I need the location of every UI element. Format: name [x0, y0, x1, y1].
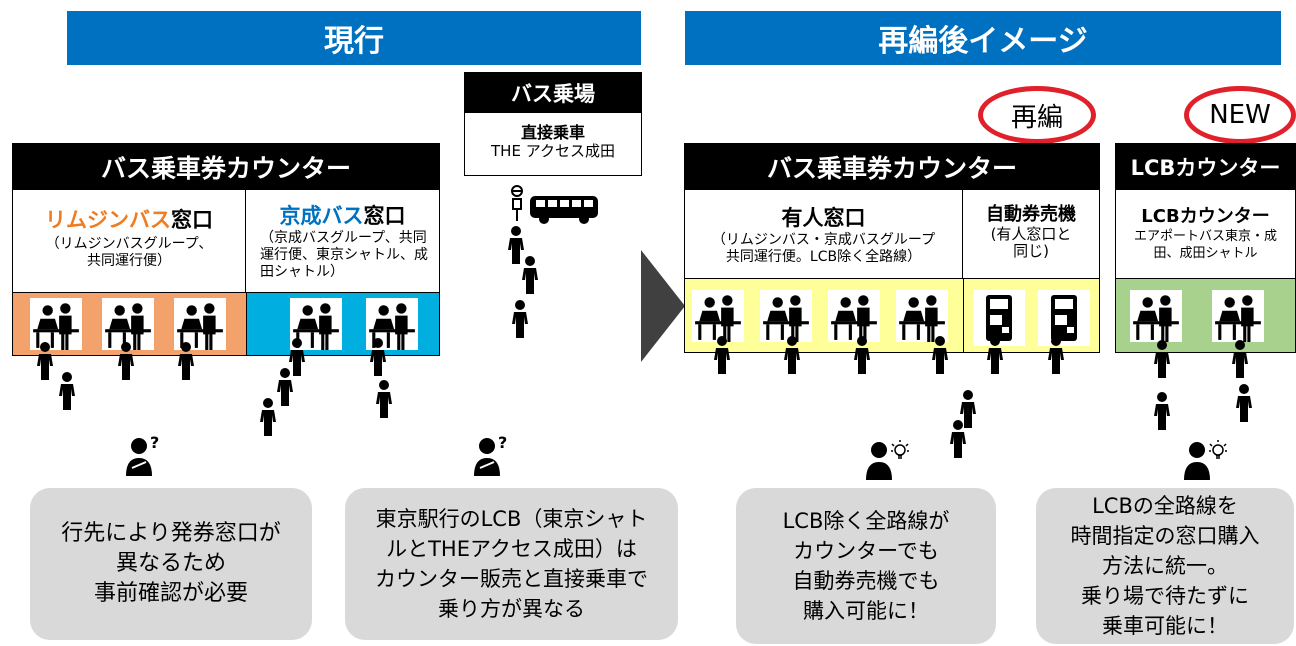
person-icon: [1152, 340, 1172, 380]
staff-desk-icon: [896, 290, 948, 342]
person-icon: [275, 368, 295, 408]
staffed-title: 有人窓口: [781, 206, 866, 230]
person-icon: [1230, 340, 1250, 380]
bus-icon: [530, 196, 598, 224]
person-icon: [374, 380, 394, 420]
staff-desk-icon: [102, 298, 154, 350]
staff-desk-icon: [760, 290, 812, 342]
ticket-machine-icon: [1038, 290, 1090, 346]
staff-desk-icon: [30, 298, 82, 350]
person-icon: [510, 300, 530, 340]
bus-stop-line2: THE アクセス成田: [491, 142, 615, 160]
keisei-section: 京成バス窓口 （京成バスグループ、共同 運行便、東京シャトル、成 田シャトル）: [246, 190, 439, 293]
person-icon: [1234, 384, 1254, 424]
reorg-tag: 再編: [978, 86, 1096, 144]
keisei-title: 京成バス窓口: [279, 204, 406, 228]
ticket-machine-icon: [973, 290, 1025, 346]
staff-desk-icon: [174, 298, 226, 350]
person-icon: [852, 336, 872, 376]
staff-desk-icon: [1130, 290, 1182, 342]
person-icon: [1152, 392, 1172, 432]
person-icon: [520, 256, 540, 296]
person-icon: [57, 372, 77, 412]
person-icon: [782, 336, 802, 376]
idea-person-icon: [1182, 440, 1232, 480]
after-banner: 再編後イメージ: [685, 11, 1281, 65]
person-icon: [116, 342, 136, 382]
person-icon: [1046, 336, 1066, 376]
idea-person-icon: [864, 440, 914, 480]
machine-sub: (有人窓口と 同じ): [990, 225, 1072, 260]
limousine-section: リムジンバス窓口 （リムジンバスグループ、 共同運行便）: [13, 190, 246, 293]
person-icon: [35, 342, 55, 382]
bus-stop-title: バス乗場: [465, 73, 641, 113]
after-right-note: LCBの全路線を 時間指定の窓口購入 方法に統一。 乗り場で待たずに 乗車可能に…: [1036, 488, 1294, 644]
after-left-note: LCB除く全路線が カウンターでも 自動券売機でも 購入可能に！: [736, 488, 996, 644]
question-person-icon: [124, 436, 164, 476]
person-icon: [368, 338, 388, 378]
limousine-sub: （リムジンバスグループ、 共同運行便）: [45, 236, 213, 269]
keisei-sub: （京成バスグループ、共同 運行便、東京シャトル、成 田シャトル）: [260, 230, 428, 280]
person-icon: [948, 420, 968, 460]
lcb-sub: エアポートバス東京・成 田、成田シャトル: [1133, 229, 1277, 261]
current-left-note: 行先により発券窓口が 異なるため 事前確認が必要: [30, 488, 312, 640]
staffed-section: 有人窓口 （リムジンバス・京成バスグループ 共同運行便。LCB除く全路線）: [685, 190, 963, 290]
counter-title: バス乗車券カウンター: [13, 144, 439, 190]
machine-title: 自動券売機: [986, 204, 1076, 225]
staff-desk-icon: [1212, 290, 1264, 342]
arrow-chevron: [641, 250, 685, 362]
lcb-title: LCBカウンター: [1141, 206, 1270, 227]
bus-stop-icon: [511, 185, 523, 221]
bus-stop-line1: 直接乗車: [520, 123, 585, 142]
limousine-title: リムジンバス窓口: [45, 208, 213, 232]
current-banner: 現行: [67, 11, 641, 65]
person-icon: [258, 398, 278, 438]
person-icon: [712, 336, 732, 376]
new-tag: NEW: [1184, 86, 1296, 144]
staffed-sub: （リムジンバス・京成バスグループ 共同運行便。LCB除く全路線）: [711, 232, 936, 265]
staff-desk-icon: [828, 290, 880, 342]
machine-section: 自動券売機 (有人窓口と 同じ): [963, 190, 1099, 290]
lcb-header: LCBカウンター: [1116, 144, 1295, 190]
question-person-icon: [472, 436, 512, 476]
person-icon: [930, 336, 950, 376]
staff-desk-icon: [692, 290, 744, 342]
current-right-note: 東京駅行のLCB（東京シャト ルとTHEアクセス成田）は カウンター販売と直接乗…: [345, 488, 678, 640]
bus-stop-panel: バス乗場 直接乗車 THE アクセス成田: [464, 72, 642, 176]
person-icon: [176, 342, 196, 382]
person-icon: [985, 336, 1005, 376]
counter-title: バス乗車券カウンター: [685, 144, 1099, 190]
